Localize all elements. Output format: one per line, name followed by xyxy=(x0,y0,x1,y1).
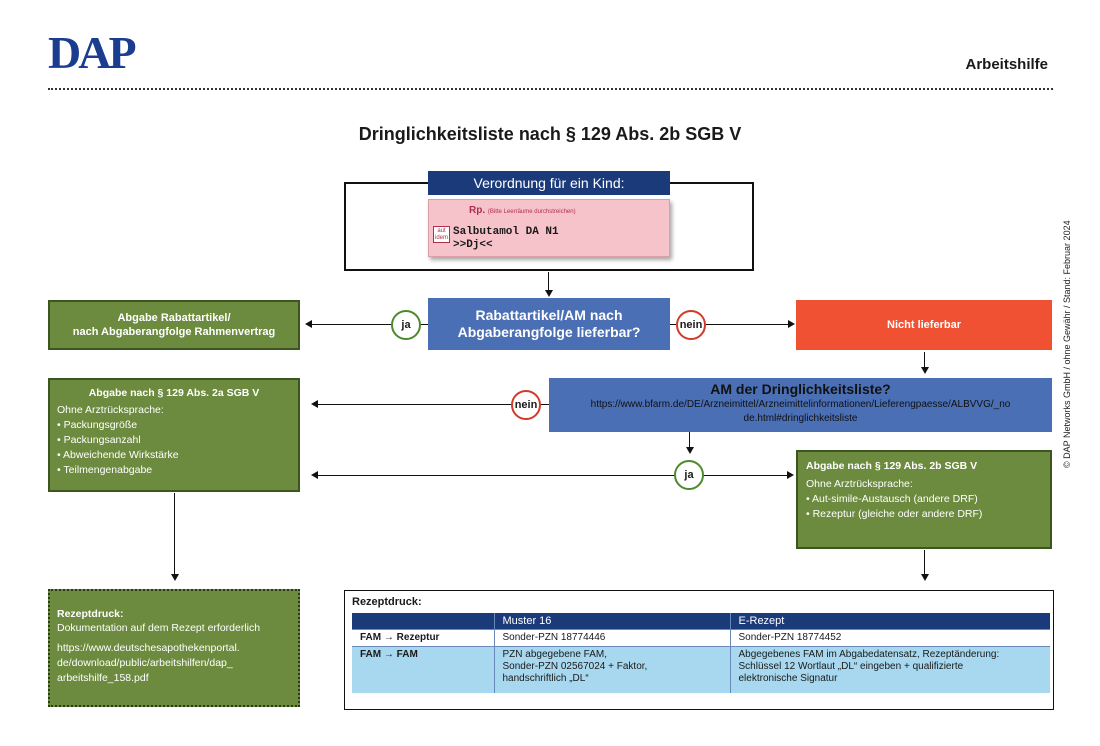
table-header-row: Muster 16 E-Rezept xyxy=(352,613,1050,630)
rezeptdruck-left-line: Dokumentation auf dem Rezept erforderlic… xyxy=(57,622,261,634)
arrow-line xyxy=(924,352,925,368)
table-header-cell xyxy=(352,613,494,630)
connector xyxy=(670,324,789,325)
abgabe-rabatt-box: Abgabe Rabattartikel/ nach Abgaberangfol… xyxy=(48,300,300,350)
arrow-line xyxy=(689,432,690,448)
table-cell: Abgegebenes FAM im Abgabedatensatz, Reze… xyxy=(729,646,1050,693)
arrow-line xyxy=(548,272,549,292)
connector xyxy=(318,404,549,405)
rezeptdruck-left-url: https://www.deutschesapothekenportal. de… xyxy=(57,642,240,684)
arrow-line xyxy=(924,550,925,575)
rp-label-text: Rp. xyxy=(469,205,486,216)
rp-hint: (Bitte Leerräume durchstreichen) xyxy=(487,209,576,215)
abgabe-2a-subtitle: Ohne Arztrücksprache: xyxy=(57,404,164,416)
table-header-cell: Muster 16 xyxy=(493,613,730,630)
table-cell: FAM → Rezeptur xyxy=(352,629,494,647)
dap-logo: DAP xyxy=(48,27,137,78)
arrow-line xyxy=(174,493,175,575)
arrow-head xyxy=(311,471,318,479)
rp-label: Rp. (Bitte Leerräume durchstreichen) xyxy=(469,205,576,216)
arrow-head xyxy=(305,320,312,328)
rp-line-2: >>Dj<< xyxy=(453,239,493,251)
abgabe-2a-item: • Packungsgröße xyxy=(57,419,138,431)
prescription-slip: Rp. (Bitte Leerräume durchstreichen) aut… xyxy=(428,199,670,257)
table-cell: FAM → FAM xyxy=(352,646,494,693)
dl-question-title: AM der Dringlichkeitsliste? xyxy=(710,381,891,397)
table-cell: PZN abgegebene FAM, Sonder-PZN 02567024 … xyxy=(493,646,730,693)
arrow-head xyxy=(787,471,794,479)
table-cell: Sonder-PZN 18774446 xyxy=(493,629,730,647)
side-note: © DAP Networks GmbH / ohne Gewähr / Stan… xyxy=(1062,220,1072,468)
abgabe-2a-box: Abgabe nach § 129 Abs. 2a SGB V Ohne Arz… xyxy=(48,378,300,492)
header-tag: Arbeitshilfe xyxy=(965,56,1048,73)
dl-question-url: https://www.bfarm.de/DE/Arzneimittel/Arz… xyxy=(590,399,1011,424)
dl-question-box: AM der Dringlichkeitsliste? https://www.… xyxy=(549,378,1052,432)
rabatt-question-box: Rabattartikel/AM nach Abgaberangfolge li… xyxy=(428,298,670,350)
abgabe-2b-title: Abgabe nach § 129 Abs. 2b SGB V xyxy=(806,460,978,472)
rezeptdruck-left-title: Rezeptdruck: xyxy=(57,608,124,620)
abgabe-2b-subtitle: Ohne Arztrücksprache: xyxy=(806,478,913,490)
arrow-head xyxy=(311,400,318,408)
nicht-lieferbar-box: Nicht lieferbar xyxy=(796,300,1052,350)
ja-label: ja xyxy=(391,310,421,340)
page-title: Dringlichkeitsliste nach § 129 Abs. 2b S… xyxy=(358,124,742,144)
abgabe-2a-item: • Abweichende Wirkstärke xyxy=(57,449,179,461)
ja-label: ja xyxy=(674,460,704,490)
rezeptdruck-left-box: Rezeptdruck: Dokumentation auf dem Rezep… xyxy=(48,589,300,707)
arrow-head xyxy=(686,447,694,454)
arrow-head xyxy=(921,367,929,374)
table-row: FAM → FAM PZN abgegebene FAM, Sonder-PZN… xyxy=(352,646,1050,693)
abgabe-2b-box: Abgabe nach § 129 Abs. 2b SGB V Ohne Arz… xyxy=(796,450,1052,549)
arrow-head xyxy=(921,574,929,581)
arrow-head xyxy=(171,574,179,581)
connector xyxy=(318,475,788,476)
abgabe-2b-item: • Rezeptur (gleiche oder andere DRF) xyxy=(806,508,983,520)
table-header-cell: E-Rezept xyxy=(729,613,1050,630)
rp-line-1: Salbutamol DA N1 xyxy=(453,226,559,238)
abgabe-2a-item: • Teilmengenabgabe xyxy=(57,464,153,476)
connector xyxy=(312,324,428,325)
prescription-header: Verordnung für ein Kind: xyxy=(428,171,670,195)
abgabe-2a-title: Abgabe nach § 129 Abs. 2a SGB V xyxy=(88,387,260,399)
table-cell: Sonder-PZN 18774452 xyxy=(729,629,1050,647)
arrow-head xyxy=(788,320,795,328)
rezeptdruck-table-title: Rezeptdruck: xyxy=(352,596,422,608)
aut-idem-checkbox: aut idem xyxy=(433,226,450,243)
rezeptdruck-table: Muster 16 E-Rezept FAM → Rezeptur Sonder… xyxy=(352,613,1050,693)
arrow-head xyxy=(545,290,553,297)
table-row: FAM → Rezeptur Sonder-PZN 18774446 Sonde… xyxy=(352,629,1050,647)
rezeptdruck-table-frame xyxy=(344,590,1054,710)
header-divider xyxy=(48,88,1053,90)
abgabe-2b-item: • Aut-simile-Austausch (andere DRF) xyxy=(806,493,978,505)
nein-label: nein xyxy=(511,390,541,420)
rp-text: Salbutamol DA N1 >>Dj<< xyxy=(453,226,559,252)
abgabe-2a-item: • Packungsanzahl xyxy=(57,434,141,446)
nein-label: nein xyxy=(676,310,706,340)
